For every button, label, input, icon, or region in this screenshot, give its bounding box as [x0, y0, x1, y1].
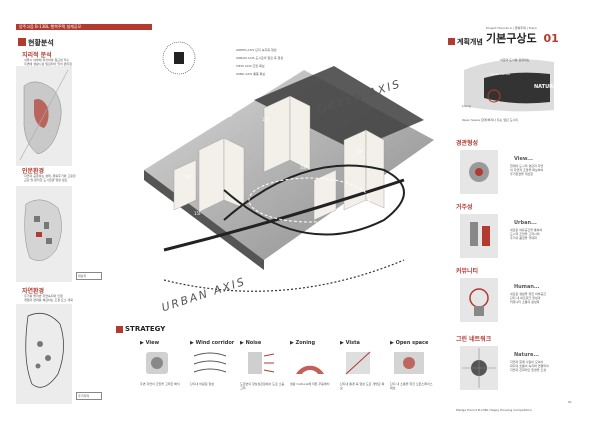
strategy-item-zoning: ▶ Zoning 생활 Cultural에 따른 주동배치	[290, 340, 338, 386]
left-block-2-line-1: 자연과 공존하는 생태, 행복주거와 고유한	[24, 174, 76, 178]
strategy-item-view: ▶ View 주변 자연이 조망을 고려한 배치	[140, 340, 188, 386]
floor-label: 15F	[226, 113, 234, 118]
concept-label: Living	[462, 104, 471, 108]
left-block-1-line-2: 주변에 생활시설 밀집되어 있어 편리함	[24, 62, 72, 66]
footer-credit: Pledge Honnd B-13BL Happy Housing Compet…	[456, 408, 532, 412]
strategy-label: Zoning	[295, 340, 316, 346]
axis-legend-item: URBAN AXIS 도시로의 열린 축 형성	[236, 56, 284, 60]
right-block-3-line: 단지 내 네트워크 형성과	[510, 296, 541, 300]
strategy-desc: 생활 Cultural에 따른 주동배치	[290, 382, 330, 386]
right-block-3-diagram	[460, 278, 498, 322]
right-block-3-line: 커뮤니티 소통의 활성화	[510, 300, 540, 304]
strategy-desc: 주변 자연이 조망을 고려한 배치	[140, 382, 180, 386]
right-block-2-line: 주거의 품질을 극대화	[510, 236, 537, 240]
right-block-2-title: 거주성	[456, 204, 473, 211]
header-small-label: Project Honnda A | 행복주택 | Trans	[486, 26, 537, 30]
right-block-1-line: 현재의 도시적 경관과 자연	[510, 164, 544, 168]
floor-label: 10F	[300, 165, 308, 170]
left-block-2-line-2: 근린 및 편리한 도시환경 형성 필요	[24, 178, 68, 182]
strategy-label: Noise	[245, 340, 262, 346]
floor-label: 10F	[394, 193, 402, 198]
concept-diagram	[464, 59, 554, 112]
axis-legend-item: GREEN AXIS 단지 녹지축 형성	[236, 48, 277, 52]
noise-diagram	[248, 352, 275, 374]
right-block-4-diagram	[460, 346, 498, 390]
strategy-label: Wind corridor	[195, 340, 235, 346]
floor-label: 15F	[356, 149, 364, 154]
strategy-label: Vista	[345, 340, 360, 346]
open-space-diagram	[394, 352, 424, 374]
right-block-4-line: 자연과 함께 사람이 모여서	[510, 360, 544, 364]
axis-legend-item: VIEW AXIS 조망 확보	[236, 64, 265, 68]
floor-label: 15F	[184, 175, 192, 180]
legend-label-1: 대상지	[76, 272, 102, 280]
right-block-2-line: 새로운 여유공간을 통하여	[510, 228, 543, 232]
left-block-3-title: 자연환경	[22, 288, 45, 295]
left-block-3-line-1: 주거를 둘러싼 자연녹지와 인접	[24, 294, 63, 298]
right-block-1-line: 의 자연적 조망을 확보하여	[510, 168, 544, 172]
right-section-title: 계획개념	[457, 38, 483, 46]
strategy-item-vista: ▶ Vista 단지내 통경 축 형성 도로 개방감 확보	[340, 340, 385, 390]
right-block-4-title: 그린 네트워크	[456, 336, 492, 343]
right-block-3-line: 새로운 생활을 위한 외부공간	[510, 292, 546, 296]
strategy-desc: 도로변의 향상성관점에서 도로 소음 고려	[240, 382, 285, 390]
strategy-item-wind: ▶ Wind corridor 단지내 바람길 형성	[190, 340, 235, 386]
floor-label: 15F	[194, 211, 202, 216]
page-number: 01	[543, 32, 559, 45]
strategy-icon	[116, 326, 123, 333]
left-block-1-line-1: 서울시 내부에 위치하여 접근성 우수	[24, 58, 70, 62]
page-title-text: 기본구상도	[486, 32, 537, 45]
competition-bar: 양주고읍 B-13BL 행복주택 설계공모	[16, 24, 152, 30]
right-block-1-title: 경관형성	[456, 140, 479, 147]
right-block-2-diagram	[460, 214, 498, 258]
right-section-icon	[448, 38, 455, 45]
strategy-title: STRATEGY	[125, 325, 166, 333]
concept-label: Urban Fender	[490, 72, 511, 76]
right-block-1-tag: View...	[514, 156, 533, 162]
right-block-4-tag: Nature...	[514, 352, 540, 358]
right-block-4-line: 대지의 흐름이 녹지와 연결되어	[510, 364, 549, 368]
footer-page: 01	[568, 400, 572, 404]
left-block-1-title: 지리적 분석	[22, 52, 52, 59]
strategy-item-open-space: ▶ Open space 단지 내 소통을 위한 오픈스페이스 확보	[390, 340, 438, 390]
urban-view-label: URBAN VIEW	[262, 272, 305, 278]
right-block-4-line: 자연과 친화적인 환경을 조성	[510, 368, 546, 372]
concept-caption: Open Space 함께 빠져나 두는 열린 도시미	[462, 118, 518, 122]
floor-label: 15F	[262, 117, 270, 122]
left-map-3	[16, 304, 72, 404]
right-block-3-tag: Human...	[514, 284, 540, 290]
axis-legend-item: WIND AXIS 통풍 확보	[236, 72, 266, 76]
left-map-1	[16, 66, 72, 166]
strategy-desc: 단지 내 소통을 위한 오픈스페이스 확보	[390, 382, 433, 390]
zoning-diagram	[296, 365, 324, 374]
right-block-2-tag: Urban...	[514, 220, 537, 226]
strategy-row: ▶ View 주변 자연이 조망을 고려한 배치 ▶ Wind corridor…	[140, 340, 440, 414]
right-block-3-title: 커뮤니티	[456, 268, 479, 275]
left-block-3-line-2: 계절의 변화를 체감하는 조경 요소 계획	[24, 298, 73, 302]
right-block-1-diagram	[460, 150, 498, 194]
left-section-title: 현황분석	[28, 39, 54, 47]
left-section-icon	[18, 38, 26, 46]
legend-label-2: 주거지역	[76, 392, 102, 400]
strategy-item-noise: ▶ Noise 도로변의 향상성관점에서 도로 소음 고려	[240, 340, 285, 390]
strategy-desc: 단지내 바람길 형성	[190, 382, 214, 386]
left-block-2-title: 인문환경	[22, 168, 45, 175]
strategy-label: Open space	[395, 340, 429, 346]
page-title: 기본구상도 01	[486, 30, 559, 46]
wind-diagram	[193, 352, 227, 373]
strategy-desc: 단지내 통경 축 형성 도로 개방감 확보	[340, 382, 385, 390]
masterplan-axonometric	[144, 41, 434, 292]
view-diagram	[146, 352, 168, 374]
vista-diagram	[345, 351, 371, 375]
right-block-1-line: 주거환경을 개선함	[510, 172, 534, 176]
concept-label: 서로의 도시를 공유하는	[500, 58, 530, 62]
right-block-2-line: 도시적 조망을 고려시켜	[510, 232, 540, 236]
strategy-label: View	[145, 340, 160, 346]
left-map-2	[16, 186, 72, 282]
concept-label-nature: NATURE	[534, 84, 557, 90]
